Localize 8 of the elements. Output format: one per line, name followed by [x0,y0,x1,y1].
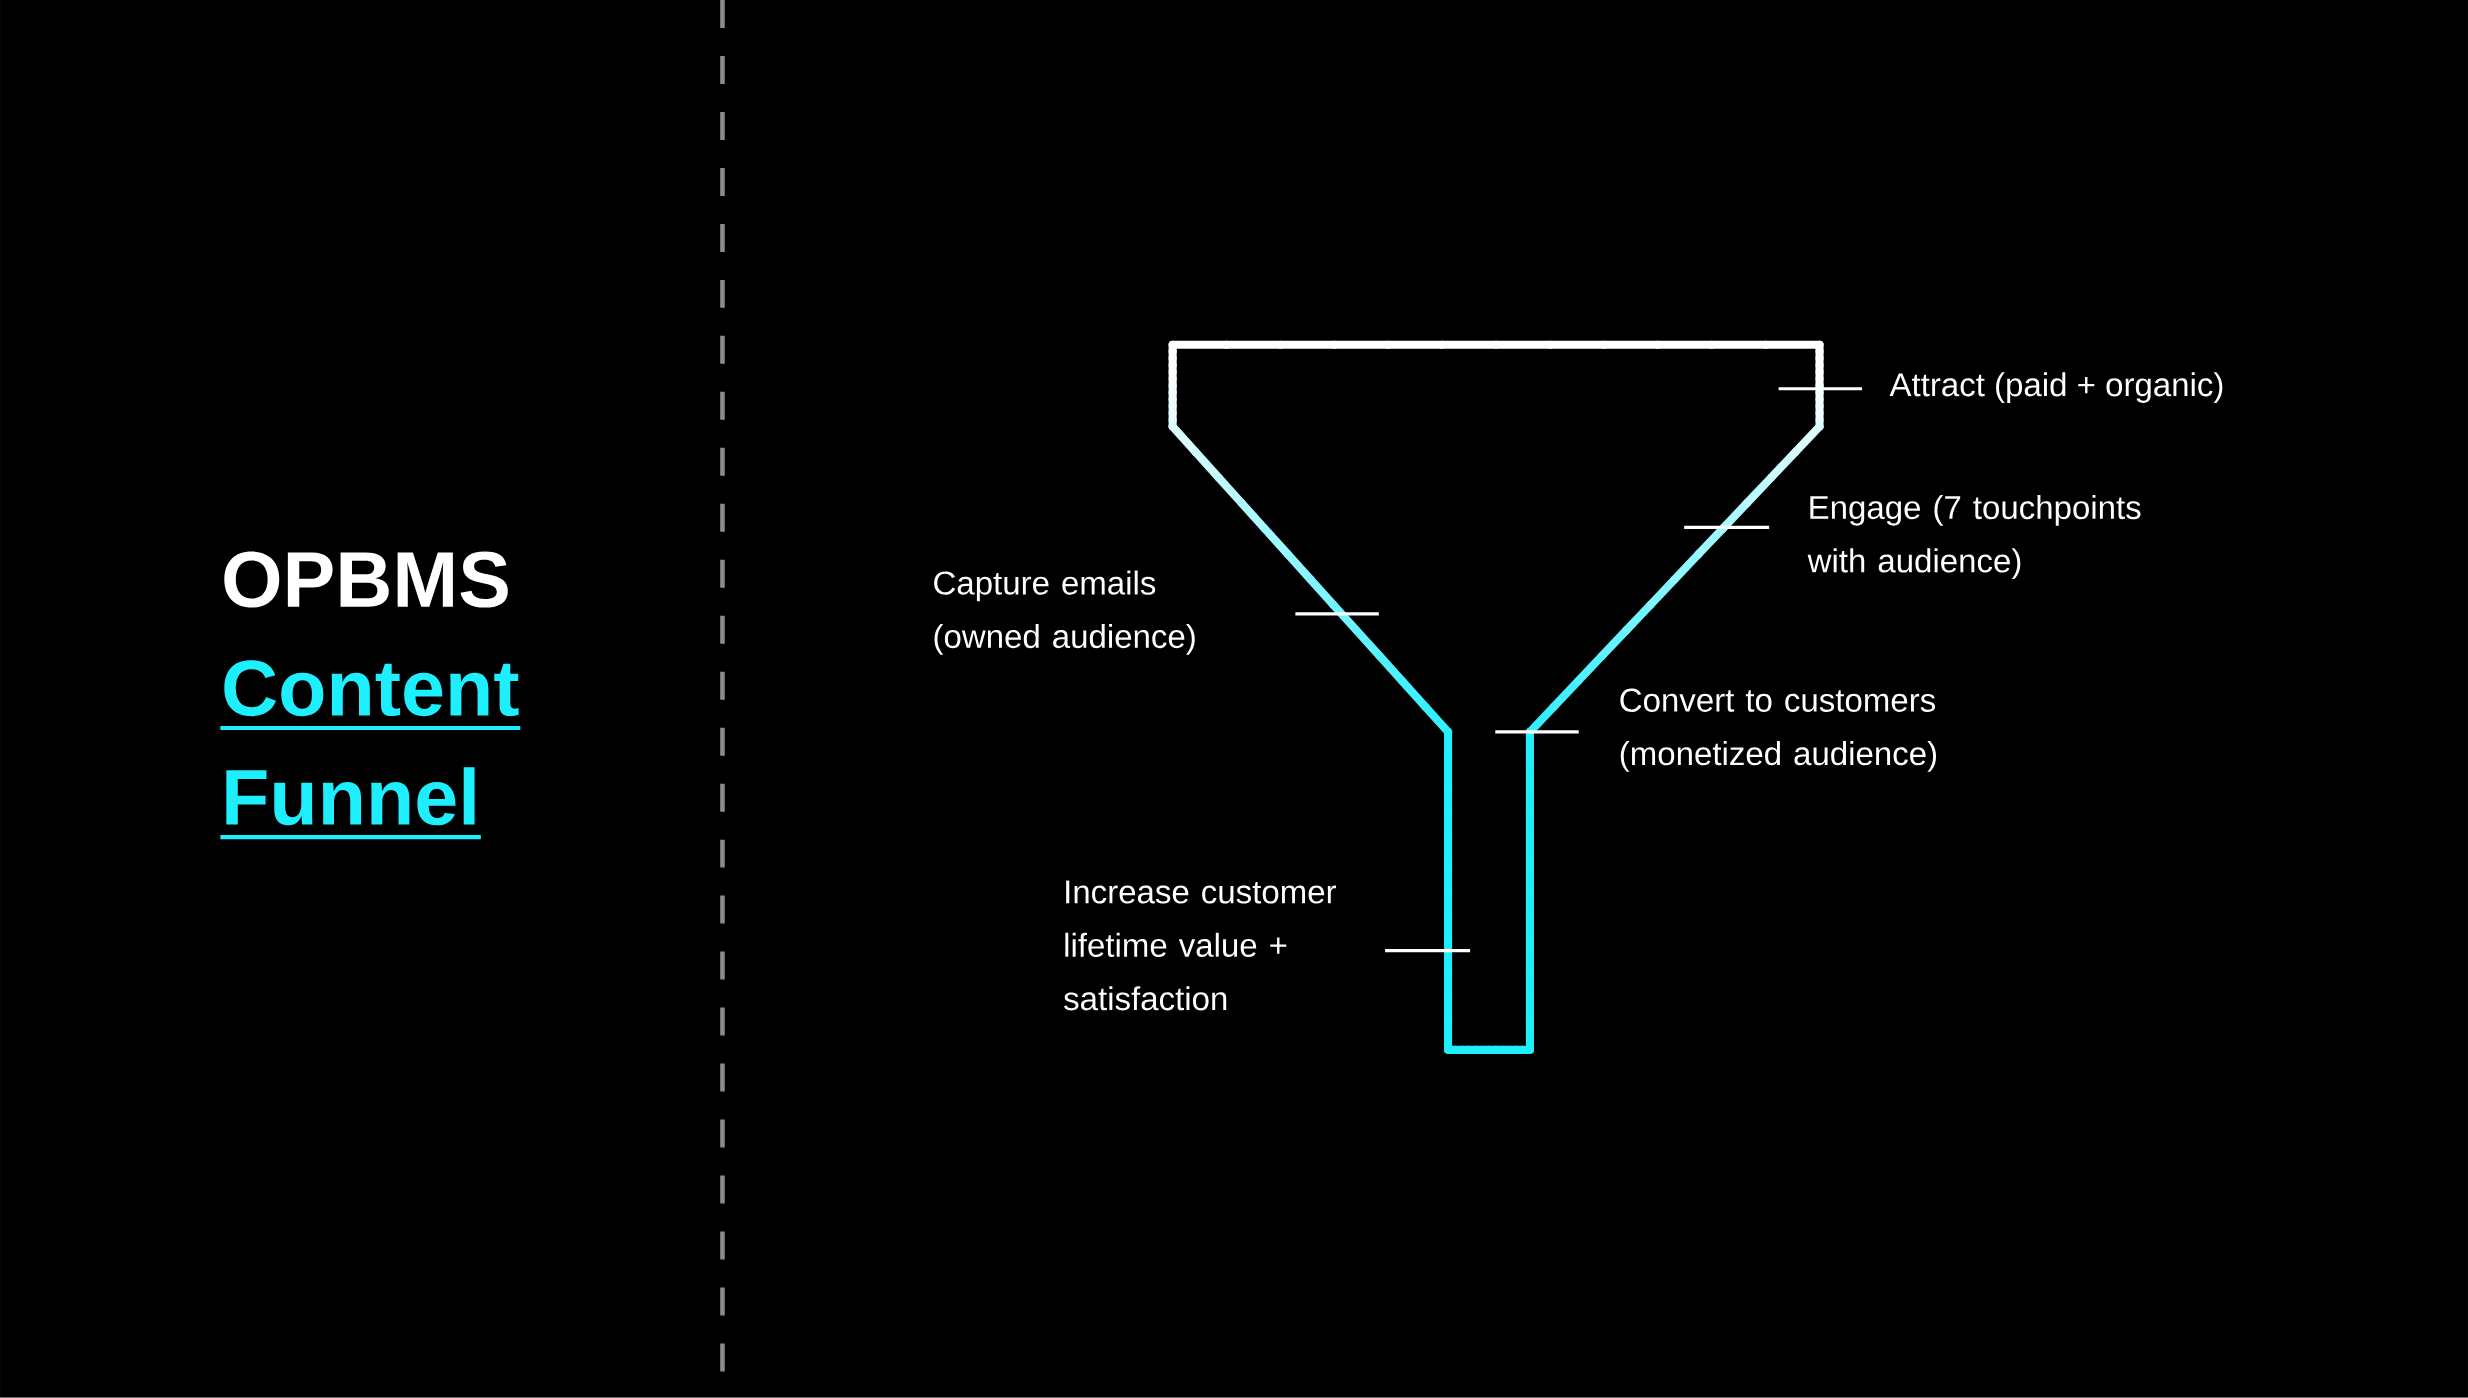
heading-text: OPBMS [224,551,508,608]
stage-label: Capture emails (owned audience) [934,570,1195,655]
stage-label: Attract (paid + organic) [1889,372,2223,404]
stage-label: Increase customer lifetime value + satisfaction [1064,880,1337,1011]
stage-label: Engage (7 touchpoints with audience) [1807,495,2141,580]
heading-text: Funnel [220,767,481,840]
heading-text: Content [220,660,521,731]
stage-label: Convert to customers (monetized audience) [1620,688,1936,772]
